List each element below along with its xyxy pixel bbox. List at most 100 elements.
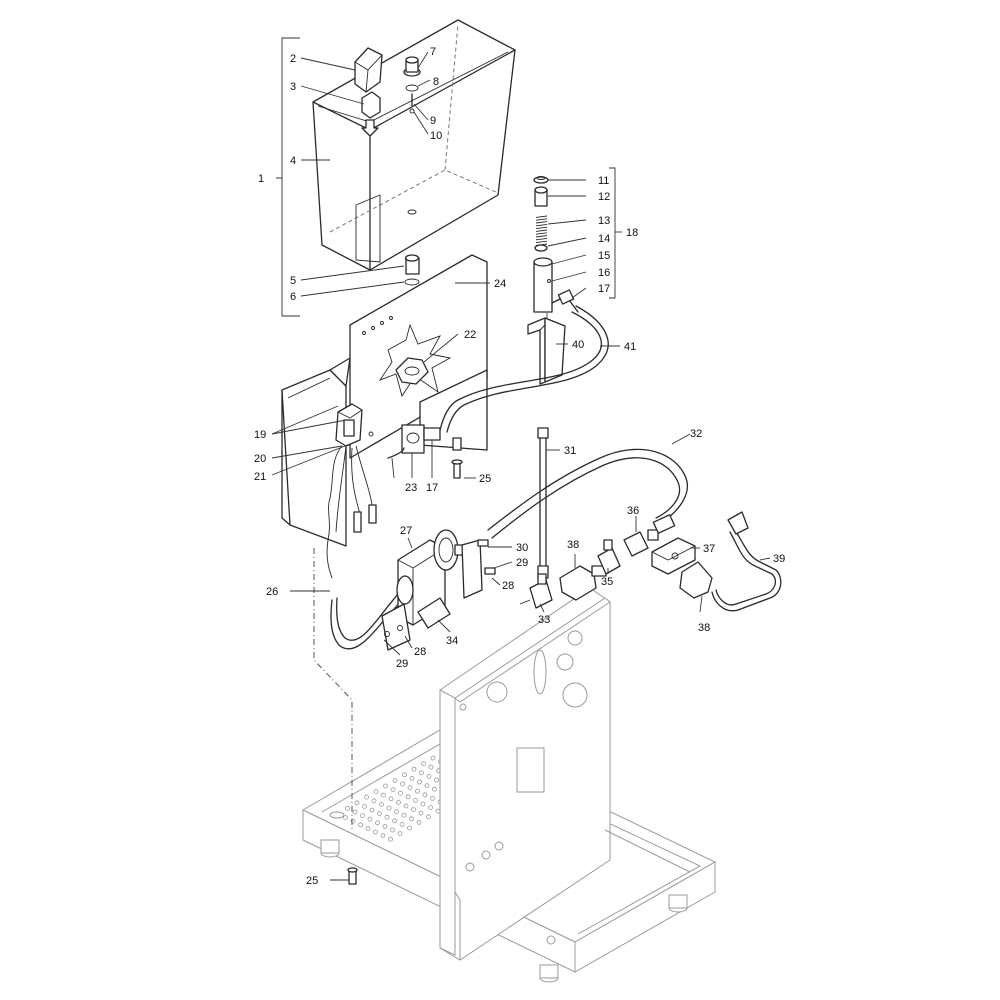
spring-coil [535,215,548,218]
callout-6: 6 [290,291,296,303]
callout-38a: 38 [567,539,579,551]
callout-5: 5 [290,275,296,287]
callout-18: 18 [626,227,638,239]
drip-hole [424,783,430,788]
callout-36: 36 [627,505,639,517]
drip-hole [394,809,399,814]
callout-17a: 17 [598,283,610,295]
callout-24: 24 [494,278,506,290]
drip-hole [397,831,403,836]
drip-hole [343,815,348,820]
level-sensor-part [354,47,383,119]
drip-hole [409,816,414,822]
drip-hole [392,778,398,783]
drip-hole [419,770,424,776]
callout-7: 7 [430,46,436,58]
drip-hole [360,813,365,818]
callout-29a: 29 [516,557,528,569]
spring-coil [535,221,548,224]
tube [537,427,549,579]
drip-hole [390,787,396,792]
drip-hole [362,804,367,809]
callout-37: 37 [703,543,715,555]
drip-hole [396,800,401,805]
callout-4: 4 [290,155,296,167]
drip-hole [386,805,392,811]
callout-31: 31 [564,445,576,457]
callout-22: 22 [464,329,476,341]
spring-coil [535,232,548,235]
spring-coil [535,235,548,238]
drip-hole [411,766,417,772]
drip-hole [416,820,422,825]
drip-hole [399,822,405,827]
callout-11: 11 [598,175,609,187]
drip-hole [379,802,384,807]
drip-hole [428,764,434,770]
callout-13: 13 [598,215,610,227]
drip-hole [371,798,377,804]
tank-outlet-fitting [404,254,420,286]
drip-hole [358,822,363,828]
spring-coil [535,229,548,232]
callout-17b: 17 [426,482,438,494]
callout-34: 34 [446,635,458,647]
callout-28b: 28 [414,646,426,658]
callout-14: 14 [598,233,610,245]
drip-hole [367,816,373,822]
callout-29b: 29 [396,658,408,670]
callout-23: 23 [405,482,417,494]
drip-hole [373,789,379,794]
drip-hole [432,786,437,792]
drip-hole [375,820,380,826]
drip-hole [373,829,378,835]
valve-assembly-parts [527,176,579,385]
drip-hole [365,826,371,831]
pump [381,529,496,651]
drip-hole [354,800,360,806]
callout-21: 21 [254,471,266,483]
callout-40: 40 [572,339,584,351]
drip-hole [421,761,426,766]
drip-hole [435,808,441,814]
callout-25b: 25 [306,875,318,887]
drip-hole [390,827,395,833]
drip-hole [369,807,375,813]
machine-frame [301,587,717,983]
fittings [519,511,782,612]
drip-hole [401,812,407,818]
spring-coil [535,226,548,230]
drip-hole [381,792,386,798]
callout-32: 32 [690,428,702,440]
drip-hole [415,788,420,794]
callout-30: 30 [516,542,528,554]
callout-15: 15 [598,250,610,262]
callout-12: 12 [598,191,610,203]
drip-hole [383,783,388,789]
drip-hole [430,796,435,801]
drip-hole [420,801,426,807]
drip-hole [407,825,412,831]
callout-35: 35 [601,576,613,588]
drip-hole [409,776,415,781]
drip-hole [388,796,394,802]
callout-labels: 1 2 3 4 5 6 7 8 9 10 11 12 13 14 15 16 1… [254,46,785,887]
drip-hole [364,794,369,800]
callout-39: 39 [773,553,785,565]
drip-hole [392,818,397,824]
tank-valve-fitting [403,56,421,114]
spring-coil [535,237,548,241]
callout-2: 2 [290,53,296,65]
drip-hole [426,814,431,820]
drip-hole [426,774,432,779]
drip-hole [411,807,416,812]
hoses [326,305,688,650]
drip-hole [413,798,418,803]
leader-lines [271,37,771,881]
drip-hole [430,755,436,761]
spring-coil [535,240,548,244]
bottom-screw [347,867,358,885]
drip-hole [377,811,382,816]
drip-hole [400,781,405,787]
